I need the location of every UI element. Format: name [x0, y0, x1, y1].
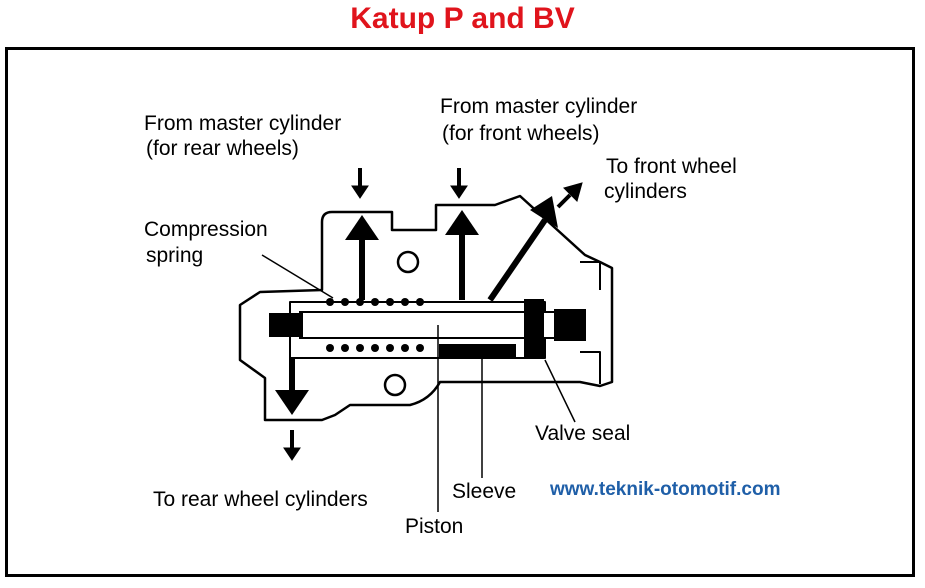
- arrow-front-wheel-shaft: [556, 193, 572, 209]
- front-outlet-passage: [487, 218, 548, 302]
- arrow-master-front-icon: [450, 185, 468, 199]
- arrow-master-rear-icon: [351, 185, 369, 199]
- label-front-wheel-line1: To front wheel: [606, 155, 737, 178]
- front-inlet-port-head: [445, 210, 479, 235]
- label-master-front-line2: (for front wheels): [442, 122, 600, 145]
- front-outlet-port-head: [530, 196, 558, 228]
- label-master-front-line1: From master cylinder: [440, 95, 637, 118]
- compression-spring: [326, 298, 424, 352]
- label-valve-seal: Valve seal: [535, 422, 630, 445]
- arrow-front-wheel-icon: [563, 182, 583, 202]
- sleeve-part: [439, 344, 516, 358]
- leader-compression-spring: [261, 254, 334, 299]
- plunger-tip: [269, 313, 303, 337]
- label-compression-line1: Compression: [144, 218, 268, 241]
- label-piston: Piston: [405, 515, 463, 538]
- valve-body-outline: [238, 194, 614, 422]
- rear-outlet-port-head: [275, 390, 309, 415]
- label-master-rear-line1: From master cylinder: [144, 112, 341, 135]
- piston-bore: [289, 301, 546, 359]
- page-title: Katup P and BV: [350, 2, 575, 35]
- front-port-thread: [580, 261, 601, 384]
- website-watermark: www.teknik-otomotif.com: [549, 479, 780, 500]
- label-sleeve: Sleeve: [452, 480, 516, 503]
- rear-plug: [554, 309, 586, 341]
- mount-hole-lower: [383, 373, 407, 397]
- valve-seal-part: [524, 299, 544, 359]
- leader-valve-seal: [544, 359, 576, 423]
- rear-inlet-port-head: [345, 215, 379, 240]
- label-front-wheel-line2: cylinders: [604, 180, 687, 203]
- label-master-rear-line2: (for rear wheels): [146, 137, 299, 160]
- label-rear-wheel: To rear wheel cylinders: [153, 488, 368, 511]
- piston-rod: [299, 311, 556, 339]
- label-compression-line2: spring: [146, 244, 203, 267]
- diagram-frame: [5, 47, 915, 577]
- arrow-rear-wheel-icon: [283, 447, 301, 461]
- mount-hole-upper: [396, 250, 420, 274]
